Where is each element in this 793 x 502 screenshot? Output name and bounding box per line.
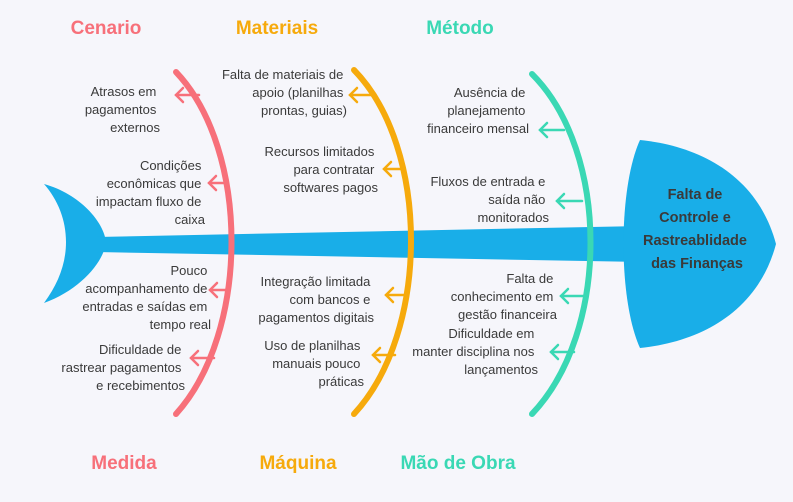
- cause-line: apoio (planilhas: [252, 85, 344, 100]
- cause-line: Falta de: [506, 271, 553, 286]
- cause-line: econômicas que: [107, 176, 202, 191]
- cause-metodo-1: Ausência de planejamento financeiro mens…: [427, 85, 529, 136]
- cause-line: externos: [110, 120, 160, 135]
- cause-line: pagamentos digitais: [258, 310, 374, 325]
- head-line: Controle e: [659, 210, 731, 226]
- cause-line: Condições: [140, 158, 202, 173]
- cause-line: lançamentos: [464, 362, 538, 377]
- category-metodo: Método: [426, 18, 494, 39]
- cause-line: caixa: [175, 212, 206, 227]
- cause-line: saída não: [488, 192, 545, 207]
- arrow-metodo-2: [555, 192, 584, 210]
- head-line: Rastreablidade: [643, 233, 747, 249]
- arrow-cenario-3: [208, 281, 230, 299]
- cause-line: financeiro mensal: [427, 121, 529, 136]
- arrow-cenario-4: [189, 349, 216, 367]
- cause-line: práticas: [318, 374, 364, 389]
- arrow-materiais-2: [382, 160, 406, 178]
- cause-materiais-2: Recursos limitados para contratar softwa…: [265, 144, 379, 195]
- category-materiais: Materiais: [236, 18, 318, 39]
- cause-line: gestão financeira: [458, 307, 558, 322]
- cause-cenario-1: Atrasos em pagamentos externos: [85, 84, 161, 135]
- cause-line: monitorados: [477, 210, 549, 225]
- arrow-materiais-3: [384, 286, 408, 304]
- cause-line: Recursos limitados: [265, 144, 375, 159]
- arrow-materiais-4: [371, 346, 397, 364]
- category-mao-de-obra: Mão de Obra: [400, 453, 516, 474]
- cause-materiais-1: Falta de materiais de apoio (planilhas p…: [222, 67, 347, 118]
- cause-line: Fluxos de entrada e: [430, 174, 545, 189]
- cause-line: Integração limitada: [261, 274, 372, 289]
- cause-line: Pouco: [171, 263, 208, 278]
- cause-line: Falta de materiais de: [222, 67, 343, 82]
- cause-line: softwares pagos: [283, 180, 378, 195]
- category-maquina: Máquina: [259, 453, 336, 474]
- rib-metodo: [529, 71, 594, 417]
- fish-spine: [96, 226, 640, 262]
- cause-line: pagamentos: [85, 102, 157, 117]
- category-cenario: Cenario: [71, 18, 142, 39]
- cause-line: Dificuldade de: [99, 342, 181, 357]
- arrow-cenario-1: [174, 86, 201, 104]
- cause-metodo-4: Dificuldade em manter disciplina nos lan…: [412, 326, 538, 377]
- cause-line: e recebimentos: [96, 378, 185, 393]
- cause-line: manuais pouco: [272, 356, 360, 371]
- arrow-materiais-1: [348, 86, 376, 104]
- rib-cenario: [173, 69, 235, 417]
- cause-line: impactam fluxo de: [96, 194, 202, 209]
- cause-line: prontas, guias): [261, 103, 347, 118]
- cause-metodo-2: Fluxos de entrada e saída não monitorado…: [430, 174, 549, 225]
- cause-line: acompanhamento de: [85, 281, 207, 296]
- cause-line: planejamento: [447, 103, 525, 118]
- cause-cenario-2: Condições econômicas que impactam fluxo …: [96, 158, 206, 227]
- arrow-cenario-2: [207, 174, 229, 192]
- head-line: das Finanças: [651, 256, 743, 272]
- cause-materiais-4: Uso de planilhas manuais pouco práticas: [264, 338, 364, 389]
- fish-head: [623, 140, 776, 348]
- cause-line: Atrasos em: [91, 84, 157, 99]
- category-medida: Medida: [91, 453, 157, 474]
- cause-cenario-4: Dificuldade de rastrear pagamentos e rec…: [61, 342, 185, 393]
- cause-line: para contratar: [293, 162, 375, 177]
- cause-line: entradas e saídas em: [82, 299, 207, 314]
- cause-line: com bancos e: [289, 292, 370, 307]
- arrow-metodo-4: [549, 343, 576, 361]
- cause-materiais-3: Integração limitada com bancos e pagamen…: [258, 274, 374, 325]
- cause-line: manter disciplina nos: [412, 344, 535, 359]
- fish-tail: [44, 184, 106, 303]
- cause-line: conhecimento em: [451, 289, 554, 304]
- cause-line: Dificuldade em: [448, 326, 534, 341]
- rib-materiais: [351, 67, 414, 417]
- cause-metodo-3: Falta de conhecimento em gestão financei…: [451, 271, 558, 322]
- cause-cenario-3: Pouco acompanhamento de entradas e saída…: [82, 263, 211, 332]
- cause-line: Ausência de: [454, 85, 526, 100]
- arrow-metodo-3: [559, 287, 586, 305]
- cause-line: tempo real: [150, 317, 212, 332]
- head-problem-text: Falta de Controle e Rastreablidade das F…: [643, 187, 751, 272]
- arrow-metodo-1: [538, 121, 566, 139]
- cause-line: Uso de planilhas: [264, 338, 361, 353]
- head-line: Falta de: [668, 187, 723, 203]
- cause-line: rastrear pagamentos: [61, 360, 181, 375]
